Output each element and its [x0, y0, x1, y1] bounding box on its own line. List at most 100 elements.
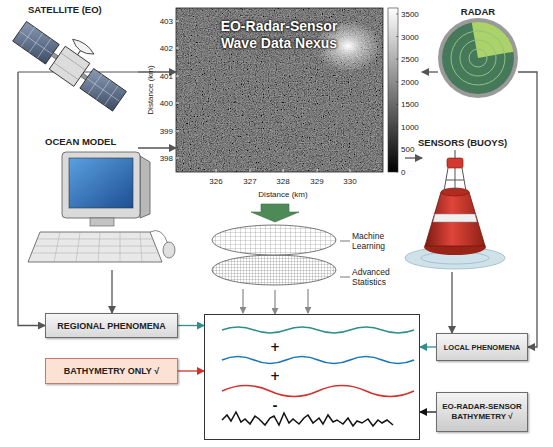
connector-arrow: [420, 346, 436, 347]
operator-sign: +: [268, 341, 282, 354]
layer-label: Machine Learning: [352, 231, 412, 251]
box-label: BATHYMETRY ONLY √: [64, 366, 159, 376]
radar-rim: [438, 18, 518, 98]
box-label: EO-RADAR-SENSOR BATHYMETRY √: [439, 402, 525, 422]
box-label: LOCAL PHENOMENA: [444, 343, 521, 352]
tick-label: 403: [160, 17, 173, 26]
process-box: REGIONAL PHENOMENA: [45, 313, 178, 338]
colorbar-label: 1500: [401, 100, 419, 109]
body-lines: [54, 53, 85, 80]
buoy-band: [433, 214, 477, 222]
buoy-lamp: [447, 158, 463, 168]
colorbar-ticks: [396, 14, 398, 172]
connector-arrow: [422, 71, 438, 72]
tick-label: 330: [343, 177, 356, 186]
source-label: SENSORS (BUOYS): [418, 137, 507, 148]
radar-image: [176, 8, 383, 172]
tick-label: 326: [209, 177, 222, 186]
radar-ring: [469, 49, 487, 67]
process-box: LOCAL PHENOMENA: [436, 333, 528, 361]
mouse: [163, 242, 175, 258]
radar-screen: [442, 22, 514, 94]
colorbar-label: 2500: [401, 55, 419, 64]
source-label: SATELLITE (EO): [28, 4, 102, 15]
layer-label: Advanced Statistics: [352, 267, 412, 287]
flow-arrow: [307, 289, 308, 313]
keyboard-keys: [32, 232, 159, 262]
buoy-illustration: [405, 150, 505, 269]
tick-label: 327: [243, 177, 256, 186]
solar-panel: [13, 21, 60, 64]
colorbar-label: 0: [401, 167, 405, 176]
colorbar-label: 2000: [401, 77, 419, 86]
screen: [69, 158, 133, 208]
process-box: BATHYMETRY ONLY √: [45, 358, 178, 384]
image-title: EO-Radar-Sensor Wave Data Nexus: [209, 18, 349, 52]
local-wave: [222, 357, 414, 364]
learning-layer: [212, 225, 336, 255]
keyboard: [28, 232, 162, 262]
image-node: EO-Radar-Sensor Wave Data Nexus: [176, 8, 422, 204]
source-node: SATELLITE (EO): [18, 2, 138, 116]
residual-wave: [222, 412, 393, 426]
connector-arrow: [178, 325, 204, 326]
regional-wave: [222, 327, 414, 333]
connector-arrow: [420, 411, 436, 412]
tick-label: 399: [160, 127, 173, 136]
satellite-illustration: [12, 9, 135, 113]
analysis-layers: Machine LearningAdvanced Statistics: [208, 222, 418, 290]
buoy-cage: [444, 168, 466, 192]
radar-ring: [451, 31, 505, 85]
satellite-dish: [70, 37, 96, 58]
monitor-side: [140, 156, 150, 218]
statistics-layer: [212, 255, 336, 285]
colorbar-label: 500: [401, 145, 414, 154]
operator-sign: -: [268, 400, 282, 413]
operator-sign: +: [268, 370, 282, 383]
wave-sum-box: + + -: [204, 314, 420, 440]
radar-illustration: [438, 18, 518, 98]
wave-box-fill: [204, 314, 420, 440]
tick-label: 400: [160, 99, 173, 108]
source-node: RADAR: [438, 4, 518, 100]
radar-ring: [460, 40, 496, 76]
buoy-body: [425, 192, 485, 246]
source-label: OCEAN MODEL: [45, 136, 116, 147]
tick-label: 329: [310, 177, 323, 186]
axis-title: Distance (km): [258, 190, 307, 199]
panel-grid: [80, 68, 127, 111]
panel-grid: [13, 21, 60, 64]
buoy-antenna: [455, 150, 456, 158]
image-frame: [176, 8, 383, 172]
colorbar-label: 3000: [401, 32, 419, 41]
connector-arrow: [138, 147, 176, 148]
tick-label: 402: [160, 44, 173, 53]
flow-arrow: [251, 204, 299, 222]
connector-arrow: [518, 72, 537, 347]
process-box: EO-RADAR-SENSOR BATHYMETRY √: [436, 392, 528, 432]
source-label: RADAR: [438, 6, 518, 17]
source-node: SENSORS (BUOYS): [405, 137, 545, 272]
colorbar: [388, 8, 398, 172]
colorbar-label: 3500: [401, 10, 419, 19]
bathymetry-wave: [222, 386, 414, 397]
leader-line: [340, 241, 350, 277]
solar-panel: [80, 68, 127, 111]
image-shade: [176, 8, 383, 172]
connector-arrow: [178, 370, 204, 371]
source-node: OCEAN MODEL: [28, 136, 138, 270]
mouse-cable: [150, 231, 168, 245]
axis-title: Distance (km): [146, 65, 155, 114]
box-label: REGIONAL PHENOMENA: [57, 321, 165, 331]
connector-arrow: [274, 290, 275, 314]
colorbar-label: 1000: [401, 122, 419, 131]
monitor: [62, 152, 140, 218]
connector-arrow: [405, 157, 422, 158]
tick-label: 401: [160, 72, 173, 81]
monitor-stand: [90, 218, 114, 226]
flow-arrow: [242, 289, 243, 313]
tick-label: 328: [276, 177, 289, 186]
